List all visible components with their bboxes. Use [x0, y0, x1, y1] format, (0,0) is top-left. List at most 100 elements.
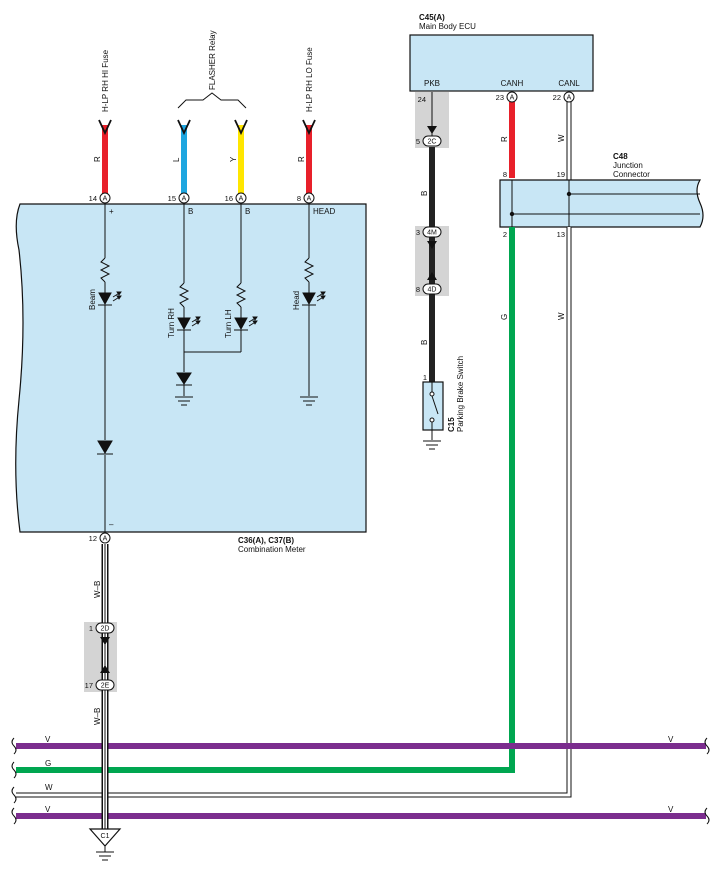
connector-4d-label: 4D	[428, 287, 437, 294]
bus-white	[16, 790, 572, 798]
pin-letter: A	[510, 95, 515, 102]
wire-color-label: W	[557, 134, 566, 142]
connector-2d	[95, 622, 115, 634]
ecu-terminal-pkb: PKB	[424, 79, 440, 88]
connector-4m	[422, 226, 442, 238]
connector-4d	[422, 283, 442, 295]
wire-color-label: Y	[229, 156, 238, 162]
bus-label: V	[45, 735, 51, 744]
junction-connector-box	[499, 179, 704, 228]
hlp-hi-fuse-label: H-LP RH HI Fuse	[101, 49, 110, 112]
ground-c1-label: C1	[101, 833, 110, 840]
splice-dot	[509, 211, 515, 217]
wire-color-label: W–B	[93, 708, 102, 725]
switch-pin: 1	[423, 373, 427, 382]
wire-color-label: R	[500, 136, 509, 142]
connector-2d-label: 2D	[101, 626, 110, 633]
meter-terminal-label: B	[245, 207, 250, 216]
connector-2c-label: 2C	[428, 139, 437, 146]
wire-color-label: W	[557, 312, 566, 320]
meter-input-wires	[102, 125, 312, 197]
led-light-arrows	[112, 291, 326, 327]
led-symbols	[98, 292, 316, 331]
connector-2e	[95, 679, 115, 691]
meter-internal-circuit	[99, 203, 315, 532]
ground-icon	[175, 396, 193, 406]
connector-4m-pin: 3	[416, 228, 420, 237]
junction-pin: 13	[557, 230, 565, 239]
meter-ground-pin: 12	[89, 534, 97, 543]
meter-pin-number: 16	[225, 194, 233, 203]
bus-green	[16, 766, 515, 773]
wire-color-label: R	[93, 156, 102, 162]
ground-icon	[300, 396, 318, 406]
connector-2c	[422, 135, 442, 147]
pin-letter: A	[103, 196, 108, 203]
wire-color-label: B	[420, 191, 429, 196]
connector-4m-label: 4M	[427, 230, 437, 237]
main-body-ecu-box	[409, 34, 594, 92]
flasher-relay-label: FLASHER Relay	[208, 30, 217, 90]
combination-meter-box	[15, 203, 367, 533]
ecu-canl-pin: 22	[553, 93, 561, 102]
wire-color-label: G	[500, 314, 509, 320]
bus-label: V	[45, 805, 51, 814]
diode-symbols	[97, 372, 192, 455]
wire-color-label: B	[420, 340, 429, 345]
wire-end-arrows	[98, 119, 316, 136]
pin-letter: A	[239, 196, 244, 203]
ecu-name: Main Body ECU	[419, 22, 476, 31]
splice-dot	[566, 191, 572, 197]
junction-pin: 2	[503, 230, 507, 239]
switch-connector-code: C15	[447, 417, 456, 432]
meter-terminal-label: +	[109, 207, 114, 216]
connector-2e-pin: 17	[85, 681, 93, 690]
flasher-relay-bracket	[177, 92, 247, 109]
junction-name-line2: Connector	[613, 170, 650, 179]
connector-arrow-icon	[100, 637, 110, 645]
switch-symbol	[429, 382, 439, 440]
break-marks	[11, 737, 710, 825]
connector-2c-pin: 5	[416, 137, 420, 146]
meter-pin-number: 8	[297, 194, 301, 203]
ecu-terminal-canl: CANL	[558, 79, 580, 88]
junction-code: C48	[613, 152, 628, 161]
connector-2d-pin: 1	[89, 624, 93, 633]
connector-arrow-icon	[427, 126, 437, 134]
junction-internal-lines	[511, 180, 700, 227]
meter-connector-code: C36(A), C37(B)	[238, 536, 294, 545]
ecu-pkb-pin: 24	[418, 95, 426, 104]
pin-letter: A	[307, 196, 312, 203]
meter-pin-number: 14	[89, 194, 97, 203]
parking-brake-switch-box	[422, 381, 444, 431]
connector-2e-label: 2E	[101, 683, 110, 690]
ecu-terminal-canh: CANH	[501, 79, 524, 88]
ecu-connector-code: C45(A)	[419, 13, 445, 22]
meter-minus-terminal: –	[109, 520, 114, 529]
pin-letter: A	[182, 196, 187, 203]
junction-pin: 8	[503, 170, 507, 179]
ground-icon	[423, 440, 441, 450]
beam-label: Beam	[88, 289, 97, 310]
hlp-lo-fuse-label: H-LP RH LO Fuse	[305, 47, 314, 112]
turn-rh-label: Turn RH	[167, 308, 176, 338]
ground-point-c1	[88, 828, 122, 847]
meter-name: Combination Meter	[238, 545, 306, 554]
head-label: Head	[292, 291, 301, 310]
pin-letter: A	[103, 536, 108, 543]
bus-label: V	[668, 735, 674, 744]
ecu-canh-pin: 23	[496, 93, 504, 102]
connector-arrow-icon	[427, 272, 437, 280]
junction-name-line1: Junction	[613, 161, 643, 170]
connector-arrow-icon	[427, 241, 437, 249]
wire-color-label: R	[297, 156, 306, 162]
junction-pin: 19	[557, 170, 565, 179]
meter-pin-number: 15	[168, 194, 176, 203]
meter-terminal-label: HEAD	[313, 207, 335, 216]
bus-label: W	[45, 783, 53, 792]
connector-arrow-icon	[100, 665, 110, 673]
wire-color-label: L	[172, 157, 181, 162]
ground-icon	[96, 846, 114, 861]
connector-4d-pin: 8	[416, 285, 420, 294]
